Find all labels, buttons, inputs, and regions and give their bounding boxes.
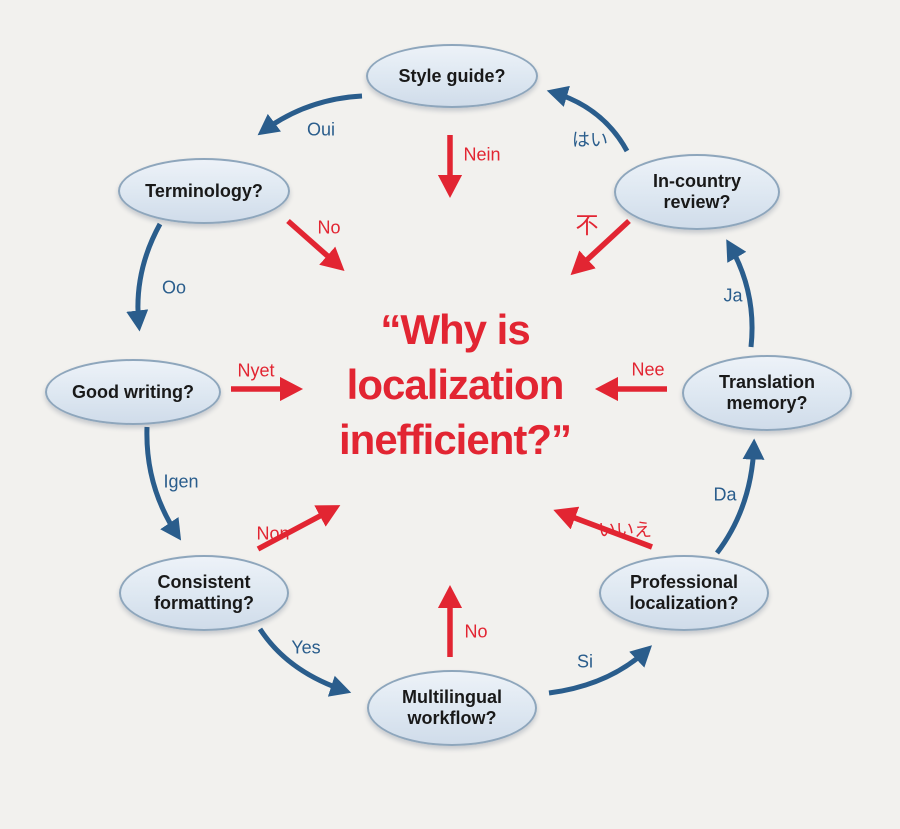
arrow-yes-si <box>548 645 652 696</box>
label-no-top-left: No <box>317 217 341 238</box>
arrow-yes-oo <box>126 222 163 332</box>
arrow-yes-oui <box>257 93 363 136</box>
arrow-no-non <box>256 505 341 552</box>
label-no-nein: Nein <box>463 144 501 165</box>
arrow-yes-igen <box>144 426 182 541</box>
arrow-yes-hai <box>546 85 630 153</box>
label-no-nyet: Nyet <box>237 360 275 381</box>
node-translation-memory: Translation memory? <box>682 355 852 431</box>
node-good-writing-label: Good writing? <box>72 381 194 402</box>
node-professional-localization: Professional localization? <box>599 555 769 631</box>
node-good-writing: Good writing? <box>45 359 221 425</box>
label-yes-yes: Yes <box>291 637 321 658</box>
node-style-guide-label: Style guide? <box>398 65 506 86</box>
arrow-no-iie <box>553 506 653 550</box>
center-question-line1: “Why is <box>380 306 530 353</box>
label-yes-si: Si <box>576 651 594 672</box>
arrow-no-fu <box>570 218 631 276</box>
node-multilingual-workflow: Multilingual workflow? <box>367 670 537 746</box>
arrow-no-top-left <box>286 218 345 272</box>
node-in-country-review: In-country review? <box>614 154 780 230</box>
label-no-bottom: No <box>464 621 488 642</box>
label-no-fu: 不 <box>575 212 599 238</box>
node-consistent-formatting-line2: formatting? <box>154 593 254 613</box>
node-professional-localization-line2: localization? <box>629 593 739 613</box>
node-consistent-formatting-line1: Consistent <box>157 572 251 592</box>
node-in-country-review-line2: review? <box>663 192 731 212</box>
arrow-yes-da <box>715 438 765 555</box>
label-no-iie: いいえ <box>598 520 652 540</box>
node-multilingual-workflow-line1: Multilingual <box>402 687 502 707</box>
node-professional-localization-line1: Professional <box>629 572 739 592</box>
label-yes-oo: Oo <box>161 277 187 298</box>
label-yes-da: Da <box>713 484 737 505</box>
center-question: “Why is localization inefficient?” <box>338 302 572 467</box>
label-yes-hai: はい <box>572 130 608 150</box>
label-no-non: Non <box>256 523 290 544</box>
center-question-line2: localization <box>346 361 565 408</box>
arrow-yes-yes <box>257 627 352 697</box>
label-yes-ja: Ja <box>723 285 743 306</box>
label-yes-igen: Igen <box>163 471 199 492</box>
center-question-line3: inefficient?” <box>338 416 572 463</box>
label-yes-oui: Oui <box>306 119 336 140</box>
node-in-country-review-line1: In-country <box>653 171 741 191</box>
arrow-yes-ja <box>726 239 755 348</box>
label-no-nee: Nee <box>631 359 665 380</box>
node-translation-memory-line2: memory? <box>726 393 808 413</box>
node-translation-memory-line1: Translation <box>718 372 816 392</box>
node-terminology: Terminology? <box>118 158 290 224</box>
node-multilingual-workflow-line2: workflow? <box>407 708 497 728</box>
node-terminology-label: Terminology? <box>145 180 263 201</box>
node-consistent-formatting: Consistent formatting? <box>119 555 289 631</box>
node-style-guide: Style guide? <box>366 44 538 108</box>
